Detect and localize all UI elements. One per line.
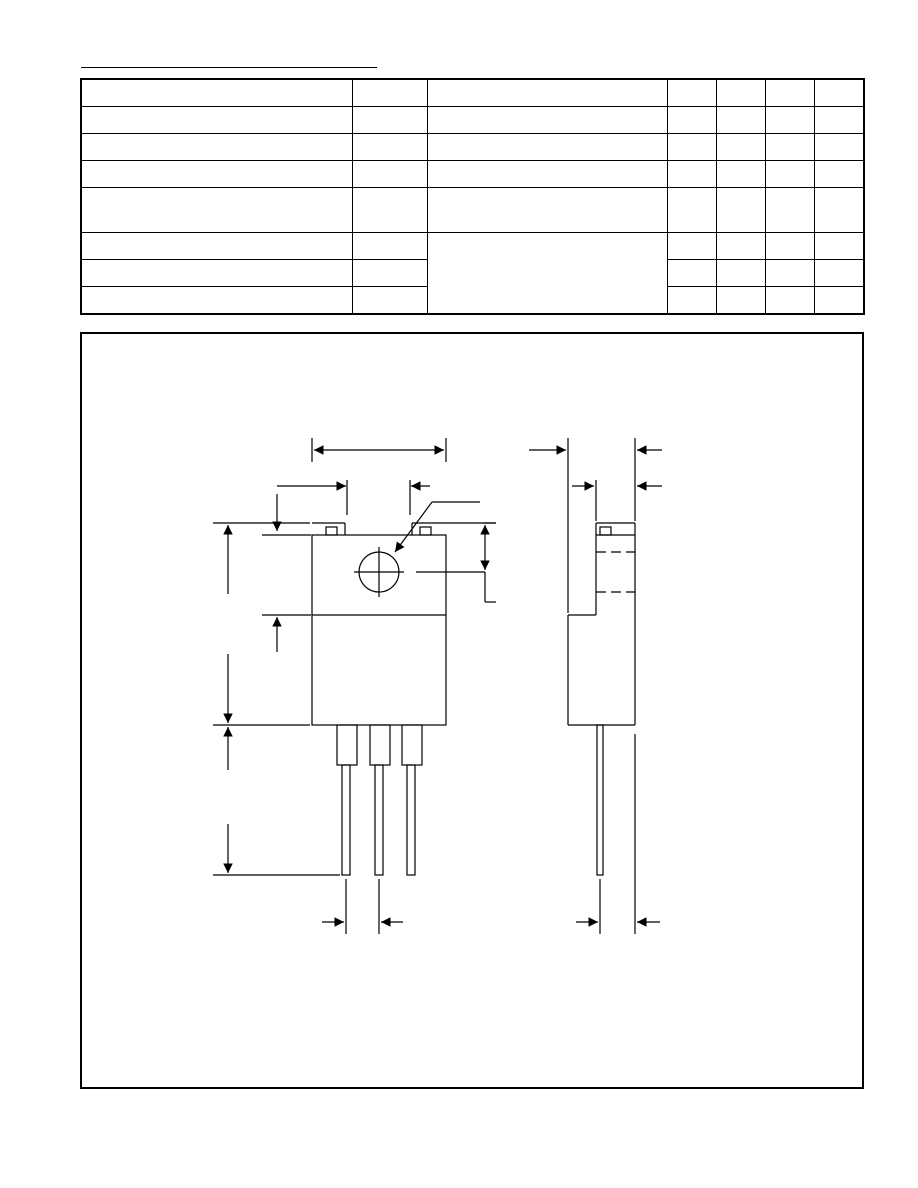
table-cell: [764, 232, 815, 260]
table-cell: [351, 232, 428, 260]
table-cell: [715, 232, 766, 260]
side-lead: [596, 724, 604, 876]
table-cell: [813, 106, 865, 134]
lead-pin: [374, 764, 384, 876]
table-cell: [351, 160, 428, 188]
table-cell: [764, 133, 815, 161]
table-cell: [351, 78, 428, 107]
table-cell: [715, 259, 766, 287]
table-cell: [715, 78, 766, 107]
table-cell: [813, 232, 865, 260]
table-row: [80, 286, 865, 315]
table-cell: [813, 133, 865, 161]
table-cell: [80, 259, 353, 287]
table-cell: [80, 133, 353, 161]
front-view: [213, 438, 496, 934]
table-row: [80, 133, 865, 161]
table-cell: [764, 259, 815, 287]
spec-table: [80, 78, 865, 315]
table-cell: [80, 160, 353, 188]
table-cell: [813, 160, 865, 188]
table-cell: [764, 286, 815, 315]
lead-pin: [406, 764, 416, 876]
table-cell: [351, 187, 428, 233]
table-cell: [813, 78, 865, 107]
table-cell: [80, 232, 353, 260]
table-cell: [764, 187, 815, 233]
side-view: [529, 438, 662, 934]
lead-pin: [341, 764, 351, 876]
table-cell: [666, 78, 717, 107]
table-cell: [666, 133, 717, 161]
table-cell: [426, 78, 668, 107]
lead-shoulder: [336, 724, 358, 766]
table-cell: [426, 106, 668, 134]
table-cell: [666, 259, 717, 287]
table-cell: [80, 286, 353, 315]
table-cell: [80, 106, 353, 134]
table-cell: [351, 133, 428, 161]
package-outline-drawing: [213, 438, 662, 934]
lead-shoulder: [401, 724, 423, 766]
table-row: [80, 232, 865, 315]
table-row: [80, 259, 865, 287]
package-drawing-frame: [80, 332, 864, 1089]
header-rule: [81, 67, 377, 68]
table-cell: [351, 259, 428, 287]
table-cell: [80, 78, 353, 107]
table-cell: [764, 160, 815, 188]
table-cell: [813, 286, 865, 315]
table-cell: [351, 286, 428, 315]
table-cell: [666, 160, 717, 188]
table-cell: [426, 160, 668, 188]
table-cell: [666, 187, 717, 233]
table-row: [80, 160, 865, 188]
table-cell: [715, 160, 766, 188]
table-cell: [426, 133, 668, 161]
table-cell: [813, 187, 865, 233]
table-cell: [666, 286, 717, 315]
lead-shoulder: [369, 724, 391, 766]
table-cell: [715, 187, 766, 233]
table-cell: [426, 187, 668, 233]
table-cell: [764, 106, 815, 134]
table-cell: [80, 187, 353, 233]
table-cell: [764, 78, 815, 107]
table-cell: [813, 259, 865, 287]
table-cell-merged: [426, 232, 668, 315]
table-cell: [666, 232, 717, 260]
table-cell: [715, 286, 766, 315]
table-cell: [666, 106, 717, 134]
table-row: [80, 78, 865, 107]
table-cell: [351, 106, 428, 134]
table-row: [80, 106, 865, 134]
table-row: [80, 187, 865, 233]
table-cell: [715, 106, 766, 134]
table-cell: [715, 133, 766, 161]
